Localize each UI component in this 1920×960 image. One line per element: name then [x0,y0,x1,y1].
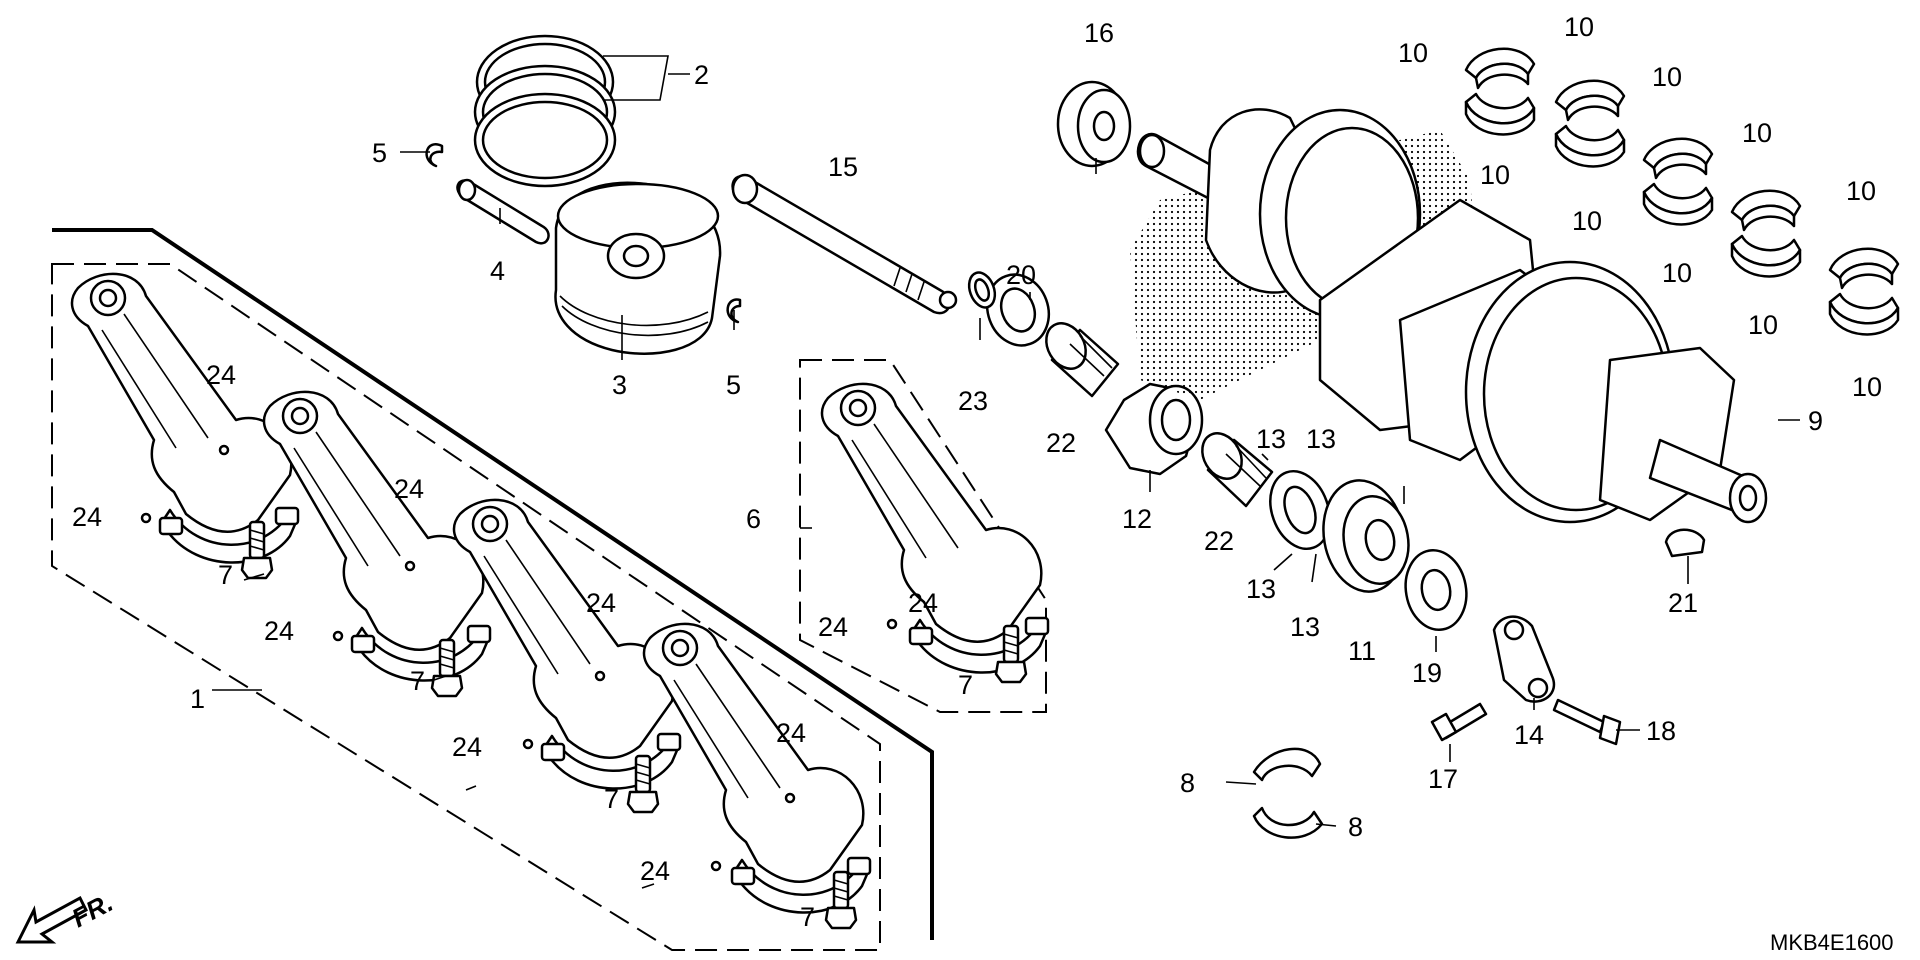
piston [554,181,722,355]
callout-10: 10 [1572,206,1602,236]
balancer-shaft [731,173,958,315]
callout-16: 16 [1084,18,1114,48]
callout-8: 8 [1180,768,1195,798]
callout-22: 22 [1204,526,1234,556]
bolt-18 [1552,698,1622,746]
callout-15: 15 [828,152,858,182]
callout-24: 24 [640,856,670,886]
callout-13: 13 [1246,574,1276,604]
callout-10: 10 [1398,38,1428,68]
leader-lines [212,55,1800,911]
callout-24: 24 [776,718,806,748]
callout-21: 21 [1668,588,1698,618]
needle-bearing [1045,322,1120,398]
callout-10: 10 [1662,258,1692,288]
callout-13: 13 [1256,424,1286,454]
callout-23: 23 [958,386,988,416]
callout-17: 17 [1428,764,1458,794]
callout-8: 8 [1348,812,1363,842]
callout-24: 24 [908,588,938,618]
callout-3: 3 [612,370,627,400]
needle-bearing [1201,432,1274,508]
main-bearing-8 [1252,747,1324,839]
callout-7: 7 [800,902,815,932]
callout-24: 24 [452,732,482,762]
woodruff-key [1664,528,1706,558]
callout-20: 20 [1006,260,1036,290]
dowel-pins [140,444,974,872]
main-bearing-10 [1828,292,1900,336]
callout-24: 24 [586,588,616,618]
callout-10: 10 [1748,310,1778,340]
callout-7: 7 [604,784,619,814]
callout-7: 7 [218,560,233,590]
callout-22: 22 [1046,428,1076,458]
callout-labels: 1 2 3 4 5 5 6 7 7 7 7 7 8 8 9 10 10 10 1… [72,12,1882,932]
diagram-code: MKB4E1600 [1770,930,1894,955]
callout-12: 12 [1122,504,1152,534]
callout-6: 6 [746,504,761,534]
thrust-washer [1404,549,1468,631]
piston-rings [473,34,617,188]
callout-11: 11 [1348,636,1376,666]
washer-23 [967,271,997,309]
callout-24: 24 [72,502,102,532]
gear-11 [1322,479,1410,593]
conrod-single-outline [799,359,1047,713]
callout-24: 24 [264,616,294,646]
main-bearing-10 [1642,182,1714,226]
callout-24: 24 [394,474,424,504]
callout-2: 2 [694,60,709,90]
primary-drive-gear [1104,382,1204,476]
main-bearing-10 [1730,234,1802,278]
callout-19: 19 [1412,658,1442,688]
main-bearing-10 [1464,47,1536,90]
piston-pin [456,178,550,245]
callout-13: 13 [1306,424,1336,454]
callout-10: 10 [1846,176,1876,206]
main-bearing-10 [1828,247,1900,290]
callout-24: 24 [818,612,848,642]
main-bearing-10 [1464,92,1536,136]
washer-20 [985,273,1051,347]
callout-14: 14 [1514,720,1544,750]
main-bearing-10 [1730,189,1802,232]
callout-7: 7 [410,666,425,696]
connecting-rod-4 [642,622,872,914]
piston-pin-clips [425,143,742,324]
callout-5: 5 [726,370,741,400]
tensioner-arm [1492,615,1556,703]
callout-9: 9 [1808,406,1823,436]
bolt-17 [1430,702,1488,742]
main-bearing-10 [1642,137,1714,180]
callout-10: 10 [1480,160,1510,190]
callout-18: 18 [1646,716,1676,746]
crankshaft [1136,108,1768,524]
callout-10: 10 [1852,372,1882,402]
callout-4: 4 [490,256,505,286]
callout-10: 10 [1564,12,1594,42]
split-collar [1269,469,1331,551]
main-bearing-10 [1554,79,1626,122]
callout-5: 5 [372,138,387,168]
callout-24: 24 [206,360,236,390]
conrod-group-outline [51,228,934,951]
main-bearing-10 [1554,124,1626,168]
callout-13: 13 [1290,612,1320,642]
front-arrow-icon: FR. [15,887,118,944]
callout-10: 10 [1652,62,1682,92]
front-label: FR. [67,887,118,933]
callout-1: 1 [190,684,205,714]
callout-10: 10 [1742,118,1772,148]
callout-7: 7 [958,670,973,700]
gear-16 [1056,80,1132,168]
